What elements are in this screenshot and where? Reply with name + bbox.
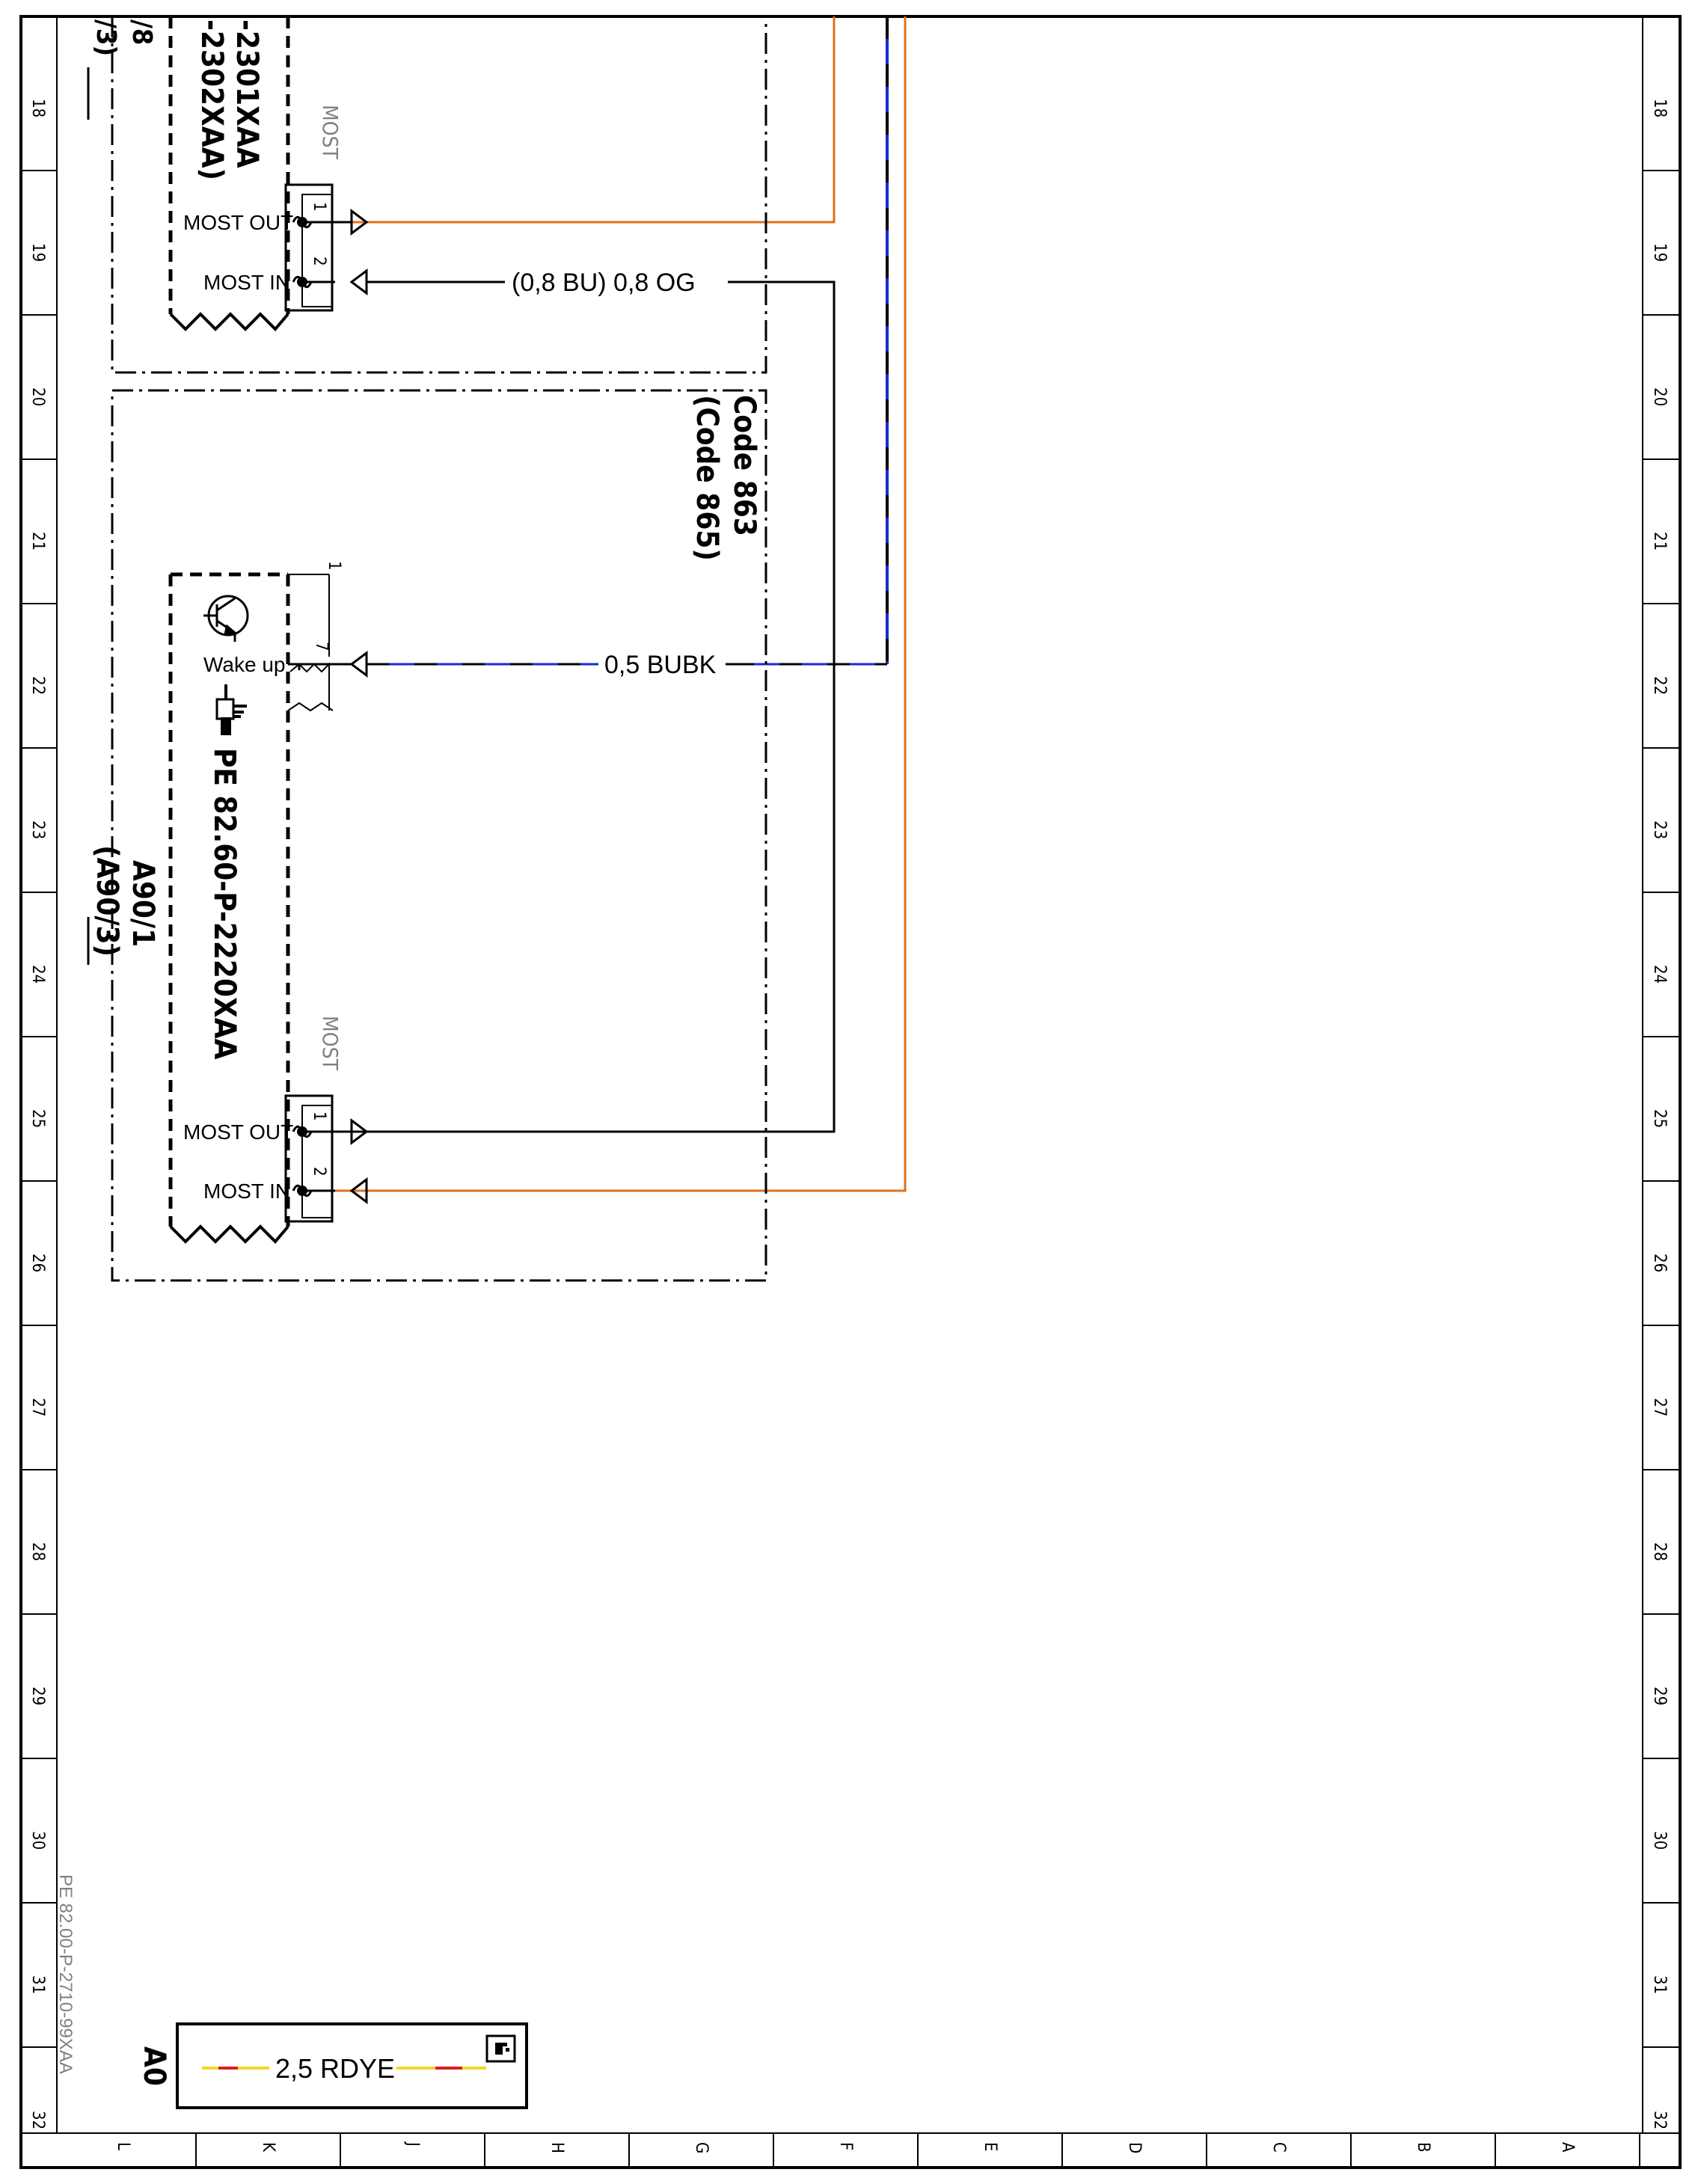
pin-name: Wake up [203,653,285,676]
row-number: 32 [1650,2111,1669,2129]
pin-number: 2 [310,1167,328,1177]
sheet-frame [19,15,1682,2169]
upper-module: -2301XAA -2302XAA) /8 /3) MOST MOST OUT … [87,16,767,374]
designation-label: A90/1 [126,860,160,947]
legend-wire-label: 2,5 RDYE [275,2053,395,2084]
row-number: 19 [28,243,47,262]
row-number: 32 [28,2111,47,2129]
lower-module: Code 863 (Code 865) A90/1 (A90/3) Wake u… [87,389,767,1282]
legend-label: A0 [137,2046,171,2086]
row-number: 20 [1650,387,1669,406]
pin-name: MOST OUT [183,211,293,234]
pin-name: MOST IN [203,271,290,294]
column-letter: C [1269,2142,1288,2153]
ref-fragment: /8 [126,19,157,45]
code-label: (Code 865) [690,395,724,561]
module-label-line: -2301XAA [230,19,264,168]
row-number: 23 [28,820,47,839]
trunk-wires [329,16,907,1192]
pin-number: 2 [310,257,328,266]
row-number: 31 [28,1975,47,1994]
module-label-line: -2302XAA) [194,19,229,180]
row-number: 26 [28,1254,47,1272]
column-letter: J [403,2141,422,2147]
wire-label: 0,5 BUBK [604,651,717,679]
footer: PE 82.00-P-2710-99XAA A0 2,5 RDYE [55,1874,528,2109]
row-number: 19 [1650,243,1669,262]
row-number: 29 [28,1687,47,1705]
column-letter: E [981,2142,999,2152]
wire-label: (0,8 BU) 0,8 OG [512,269,696,297]
row-number: 28 [28,1542,47,1561]
column-letter: G [692,2142,711,2153]
row-number: 23 [1650,820,1669,839]
document-ref: PE 82.60-P-2220XAA [207,748,242,1060]
row-number: 27 [1650,1398,1669,1417]
connector-label: MOST [318,105,343,160]
pin-name: MOST OUT [183,1120,293,1144]
row-number: 18 [28,99,47,117]
sheet-id: PE 82.00-P-2710-99XAA [55,1874,76,2074]
ref-fragment: /3) [91,19,121,56]
row-number: 30 [28,1831,47,1850]
column-letters: L K J H G F E D C B A [114,2141,1577,2153]
transistor-icon [203,595,249,642]
pin-number: 1 [310,202,328,212]
row-number: 21 [28,532,47,550]
wire-orange-lower [329,16,907,1192]
column-letter: K [259,2142,278,2153]
row-number: 31 [1650,1975,1669,1994]
info-icon [485,2034,516,2063]
row-number: 27 [28,1398,47,1417]
row-number: 26 [1650,1254,1669,1272]
row-number: 24 [1650,965,1669,984]
pin-number: 7 [312,642,331,651]
pin-name: MOST IN [203,1180,290,1203]
legend-box [176,2022,528,2109]
column-letter: A [1558,2142,1577,2153]
row-number: 28 [1650,1542,1669,1561]
row-number: 20 [28,387,47,406]
row-number: 22 [28,676,47,695]
row-number: 29 [1650,1687,1669,1705]
column-letter: F [836,2142,855,2150]
row-number: 25 [1650,1109,1669,1128]
row-number: 21 [1650,532,1669,550]
row-numbers-left: 18 19 20 21 22 23 24 25 26 27 28 29 30 3… [28,99,47,2129]
column-letter: B [1414,2142,1432,2153]
pin-number: 1 [310,1111,328,1121]
row-number: 24 [28,965,47,984]
row-numbers-right: 18 19 20 21 22 23 24 25 26 27 28 29 30 3… [1650,99,1669,2129]
wire-black-loop [329,280,836,1133]
connector-label: MOST [318,1016,343,1071]
pointing-hand-icon [215,684,247,735]
row-number: 18 [1650,99,1669,117]
column-letter: D [1125,2142,1144,2153]
designation-label: (A90/3) [90,845,124,957]
row-number: 22 [1650,676,1669,695]
wire-orange-top [329,16,836,224]
column-letter: H [548,2142,566,2153]
pin-number: 1 [325,561,343,571]
row-number: 25 [28,1109,47,1128]
code-label: Code 863 [727,395,761,536]
column-letter: L [114,2142,132,2150]
row-number: 30 [1650,1831,1669,1850]
